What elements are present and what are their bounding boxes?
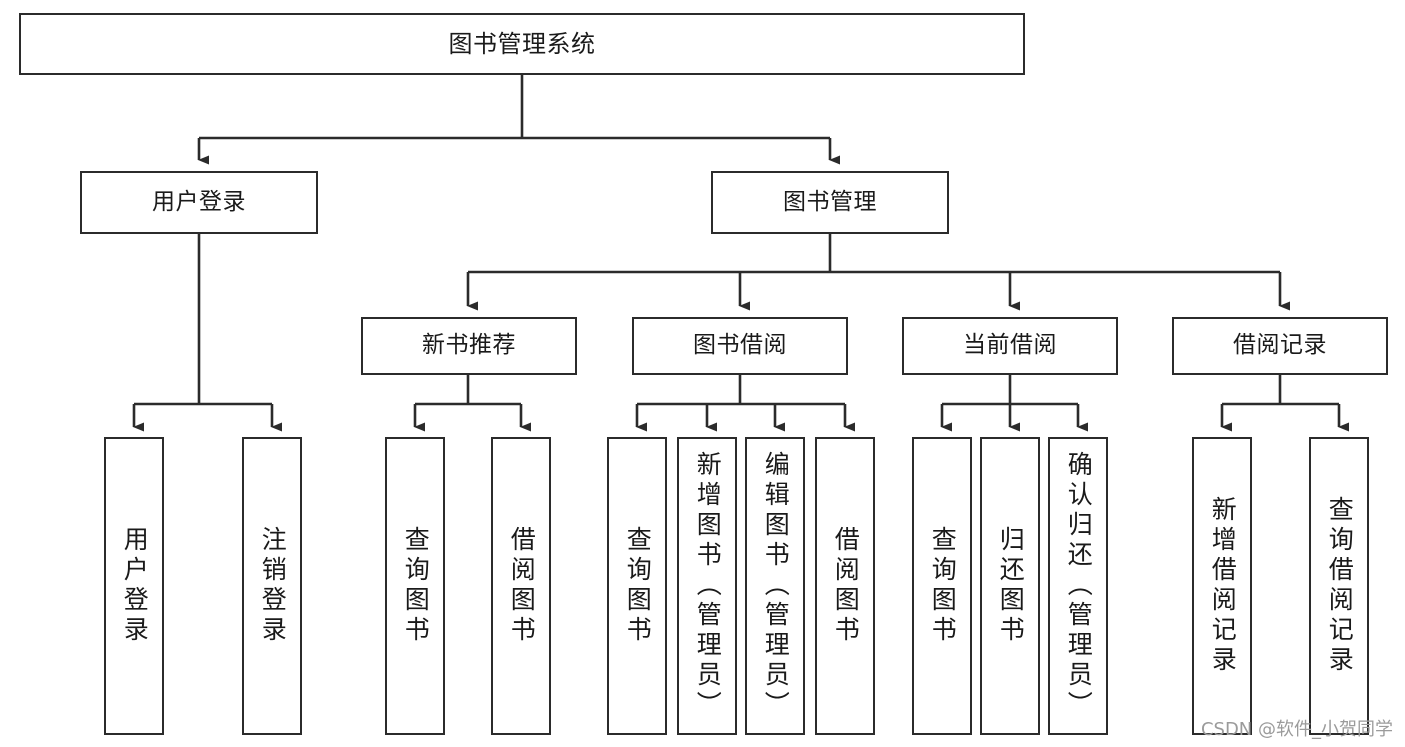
leaf-new-book-rec-2-label: 借阅图书 [507,526,537,646]
node-root[interactable]: 图书管理系统 [19,13,1025,75]
leaf-current-borrow-1[interactable]: 查询图书 [912,437,972,735]
node-current-borrow[interactable]: 当前借阅 [902,317,1118,375]
node-root-label: 图书管理系统 [448,29,596,58]
node-borrow-record[interactable]: 借阅记录 [1172,317,1388,375]
node-new-book-rec-label: 新书推荐 [422,332,516,359]
node-book-borrow[interactable]: 图书借阅 [632,317,848,375]
leaf-book-borrow-4-label: 借阅图书 [831,526,861,646]
leaf-book-borrow-1[interactable]: 查询图书 [607,437,667,735]
leaf-new-book-rec-2[interactable]: 借阅图书 [491,437,551,735]
leaf-new-book-rec-1-label: 查询图书 [401,526,431,646]
leaf-user-login-1-label: 用户登录 [120,526,150,646]
node-current-borrow-label: 当前借阅 [963,332,1057,359]
leaf-current-borrow-3[interactable]: 确认归还（管理员） [1048,437,1108,735]
node-borrow-record-label: 借阅记录 [1233,332,1327,359]
leaf-borrow-record-1[interactable]: 新增借阅记录 [1192,437,1252,735]
leaf-book-borrow-2[interactable]: 新增图书（管理员） [677,437,737,735]
leaf-user-login-2[interactable]: 注销登录 [242,437,302,735]
node-user-login-label: 用户登录 [152,188,246,215]
node-book-manage[interactable]: 图书管理 [711,171,949,234]
node-book-borrow-label: 图书借阅 [693,332,787,359]
leaf-user-login-2-label: 注销登录 [258,526,288,646]
leaf-book-borrow-3-label: 编辑图书（管理员） [761,451,791,721]
node-user-login[interactable]: 用户登录 [80,171,318,234]
node-new-book-rec[interactable]: 新书推荐 [361,317,577,375]
leaf-borrow-record-2[interactable]: 查询借阅记录 [1309,437,1369,735]
leaf-current-borrow-2-label: 归还图书 [996,526,1026,646]
leaf-book-borrow-3[interactable]: 编辑图书（管理员） [745,437,805,735]
leaf-book-borrow-4[interactable]: 借阅图书 [815,437,875,735]
leaf-user-login-1[interactable]: 用户登录 [104,437,164,735]
leaf-new-book-rec-1[interactable]: 查询图书 [385,437,445,735]
node-book-manage-label: 图书管理 [783,188,877,215]
leaf-book-borrow-2-label: 新增图书（管理员） [693,451,723,721]
leaf-current-borrow-2[interactable]: 归还图书 [980,437,1040,735]
leaf-borrow-record-1-label: 新增借阅记录 [1208,496,1238,676]
leaf-borrow-record-2-label: 查询借阅记录 [1325,496,1355,676]
leaf-current-borrow-1-label: 查询图书 [928,526,958,646]
leaf-current-borrow-3-label: 确认归还（管理员） [1064,451,1094,721]
watermark: CSDN @软件_小贺同学 [1200,719,1393,740]
leaf-book-borrow-1-label: 查询图书 [623,526,653,646]
